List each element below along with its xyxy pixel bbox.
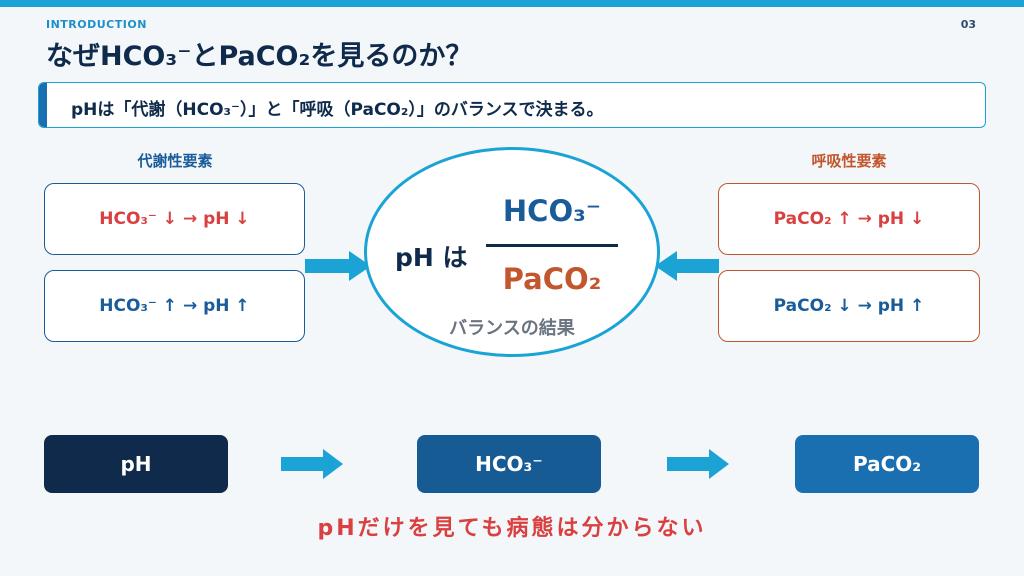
- arrow-right-icon: [305, 251, 371, 281]
- section-label: INTRODUCTION: [46, 18, 147, 31]
- arrow-right-icon: [281, 449, 343, 479]
- fraction-denominator: PaCO₂: [502, 262, 602, 296]
- flow-step-paco2: PaCO₂: [795, 435, 979, 493]
- arrow-right-icon: [667, 449, 729, 479]
- respiratory-factors-label: 呼吸性要素: [811, 152, 887, 170]
- banner-text: pHは「代謝（HCO₃⁻）」と「呼吸（PaCO₂）」のバランスで決まる。: [71, 100, 604, 120]
- ph-is-label: pH は: [395, 243, 468, 272]
- key-message-banner: pHは「代謝（HCO₃⁻）」と「呼吸（PaCO₂）」のバランスで決まる。: [38, 82, 986, 128]
- page-number: 03: [960, 18, 976, 31]
- arrow-left-icon: [655, 251, 719, 281]
- metabolic-factor-decrease: HCO₃⁻ ↓ → pH ↓: [44, 183, 305, 255]
- flow-step-ph: pH: [44, 435, 228, 493]
- metabolic-factors-label: 代謝性要素: [137, 152, 213, 170]
- banner-accent-bar: [39, 83, 47, 127]
- balance-caption: バランスの結果: [449, 318, 575, 339]
- top-accent-bar: [0, 0, 1024, 7]
- conclusion-text: pHだけを見ても病態は分からない: [317, 516, 707, 541]
- metabolic-factor-increase: HCO₃⁻ ↑ → pH ↑: [44, 270, 305, 342]
- flow-step-hco3: HCO₃⁻: [417, 435, 601, 493]
- slide-title: なぜHCO₃⁻とPaCO₂を見るのか？: [46, 41, 473, 72]
- ph-balance-ellipse: [364, 147, 660, 357]
- respiratory-factor-increase: PaCO₂ ↑ → pH ↓: [718, 183, 980, 255]
- respiratory-factor-decrease: PaCO₂ ↓ → pH ↑: [718, 270, 980, 342]
- fraction-bar: [486, 244, 618, 247]
- fraction-numerator: HCO₃⁻: [502, 194, 602, 228]
